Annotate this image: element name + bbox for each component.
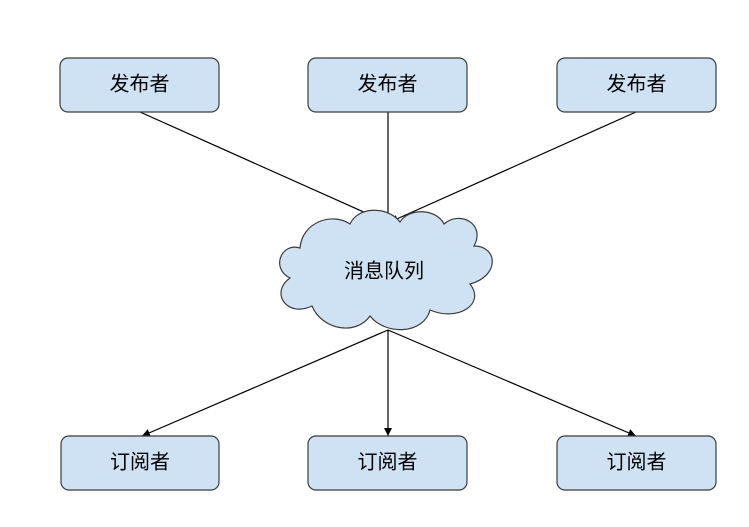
- subscriber-box: [307, 435, 468, 491]
- publisher-label: 发布者: [110, 72, 170, 96]
- publisher-node: 发布者: [59, 57, 220, 113]
- subscriber-node: 订阅者: [60, 435, 220, 491]
- subscriber-box: [60, 435, 220, 491]
- publisher-node: 发布者: [556, 57, 717, 113]
- message-queue-node: 消息队列: [279, 209, 493, 331]
- subscriber-label: 订阅者: [110, 450, 170, 474]
- edge-queue-to-subscriber-3: [387, 329, 637, 437]
- publisher-label: 发布者: [358, 72, 418, 96]
- edge-publisher-3-to-queue: [389, 111, 637, 223]
- edges: [139, 111, 637, 437]
- publisher-box: [556, 57, 717, 113]
- subscriber-label: 订阅者: [607, 450, 667, 474]
- subscriber-node: 订阅者: [307, 435, 468, 491]
- edge-queue-to-subscriber-1: [141, 329, 389, 437]
- subscriber-label: 订阅者: [358, 450, 418, 474]
- subscriber-box: [556, 435, 717, 491]
- cloud-shape: [279, 209, 493, 331]
- publisher-box: [59, 57, 220, 113]
- publisher-label: 发布者: [607, 72, 667, 96]
- subscriber-node: 订阅者: [556, 435, 717, 491]
- publisher-node: 发布者: [307, 57, 468, 113]
- publisher-box: [307, 57, 468, 113]
- message-queue-label: 消息队列: [344, 259, 424, 283]
- edge-publisher-1-to-queue: [139, 111, 387, 223]
